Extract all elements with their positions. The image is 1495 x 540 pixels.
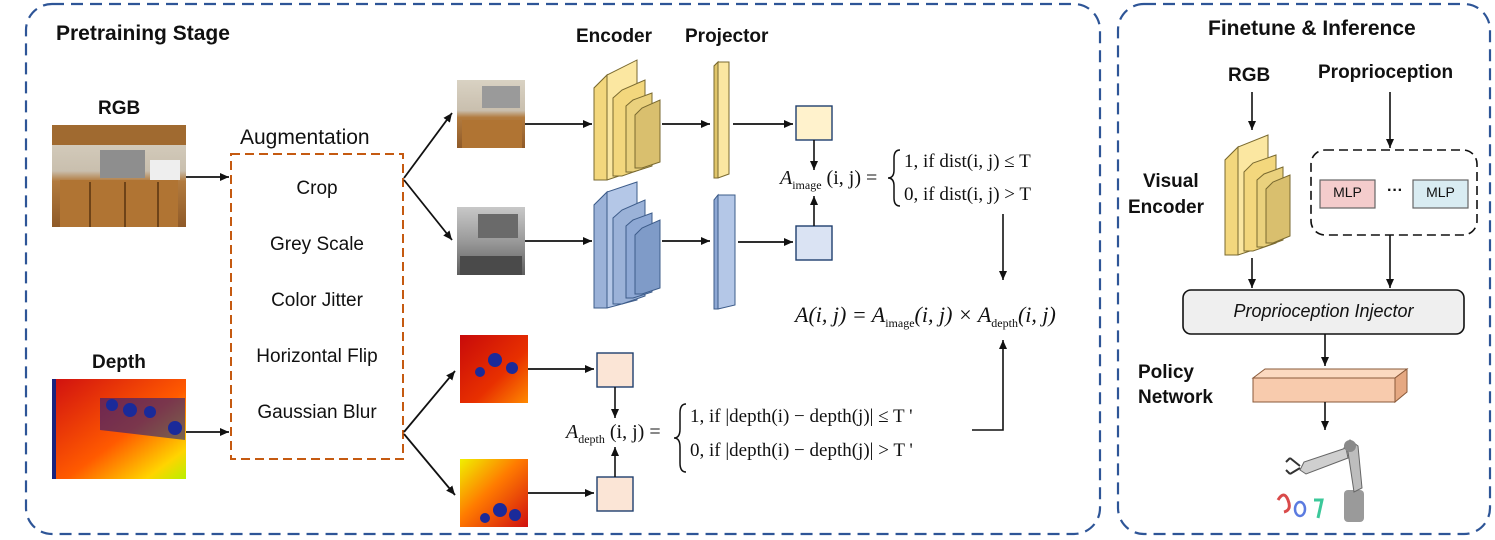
eq-depth-case1: 1, if |depth(i) − depth(j)| ≤ T ' (690, 406, 913, 427)
visual-encoder-label-2: Encoder (1128, 197, 1205, 218)
finetune-panel (1116, 2, 1492, 536)
mlp-label-1: MLP (1333, 184, 1362, 200)
proprioception-injector-box (1182, 289, 1465, 335)
encoder-yellow (593, 59, 661, 181)
robot-arm-icon (1276, 439, 1364, 522)
arrow-depth-eq-to-combined (972, 340, 1007, 431)
aug-color-jitter: Color Jitter (271, 290, 363, 311)
projector-label: Projector (685, 26, 769, 47)
augmented-rgb-view-1 (457, 80, 525, 148)
brace-image-eq (887, 149, 901, 207)
eq-depth-lhs: Adepth (i, j) = (566, 421, 661, 446)
arrow-aug-to-rgb2 (403, 179, 453, 241)
finetune-rgb-label: RGB (1228, 65, 1271, 86)
proprio-mlp-group (1310, 149, 1478, 236)
encoder-blue (593, 181, 661, 309)
eq-image-case1: 1, if dist(i, j) ≤ T (904, 151, 1031, 172)
augmented-rgb-view-2-grey (457, 207, 525, 275)
injector-label: Proprioception Injector (1233, 301, 1414, 321)
mlp-box-2 (1412, 179, 1469, 209)
embedding-depth-2 (596, 476, 634, 512)
depth-input-label: Depth (92, 352, 146, 373)
pretraining-panel (24, 2, 1102, 536)
policy-label-1: Policy (1138, 362, 1194, 383)
augmented-depth-view-2 (460, 459, 528, 527)
eq-combined: A(i, j) = Aimage(i, j) × Adepth(i, j) (795, 302, 1056, 330)
aug-grey-scale: Grey Scale (270, 234, 364, 255)
finetune-proprio-label: Proprioception (1318, 62, 1454, 83)
augmentation-title: Augmentation (240, 126, 370, 149)
policy-network-block (1251, 368, 1409, 404)
arrow-aug-to-depth2 (403, 433, 456, 496)
projector-blue (713, 193, 736, 310)
rgb-input-image (52, 125, 186, 227)
finetune-title: Finetune & Inference (1208, 17, 1416, 40)
eq-image-case2: 0, if dist(i, j) > T (904, 184, 1031, 205)
aug-gaussian-blur: Gaussian Blur (257, 402, 377, 423)
visual-encoder-label-1: Visual (1143, 171, 1199, 192)
mlp-label-2: MLP (1426, 184, 1455, 200)
projector-yellow (713, 60, 730, 179)
depth-input-image (52, 379, 186, 479)
aug-crop: Crop (296, 178, 338, 199)
embedding-depth-1 (596, 352, 634, 388)
augmentation-box (230, 153, 404, 460)
embedding-yellow (795, 105, 833, 141)
pretraining-title: Pretraining Stage (56, 22, 230, 45)
augmented-depth-view-1 (460, 335, 528, 403)
arrow-aug-to-depth1 (403, 370, 456, 433)
policy-label-2: Network (1138, 387, 1213, 408)
eq-image-lhs: Aimage (i, j) = (780, 167, 878, 192)
aug-horizontal-flip: Horizontal Flip (256, 346, 378, 367)
mlp-box-1 (1319, 179, 1376, 209)
mlp-ellipsis: ··· (1387, 182, 1403, 199)
eq-depth-case2: 0, if |depth(i) − depth(j)| > T ' (690, 440, 913, 461)
rgb-input-label: RGB (98, 98, 141, 119)
visual-encoder-block (1224, 134, 1291, 256)
brace-depth-eq (673, 403, 687, 473)
embedding-blue (795, 225, 833, 261)
encoder-label: Encoder (576, 26, 653, 47)
arrow-aug-to-rgb1 (403, 112, 453, 179)
